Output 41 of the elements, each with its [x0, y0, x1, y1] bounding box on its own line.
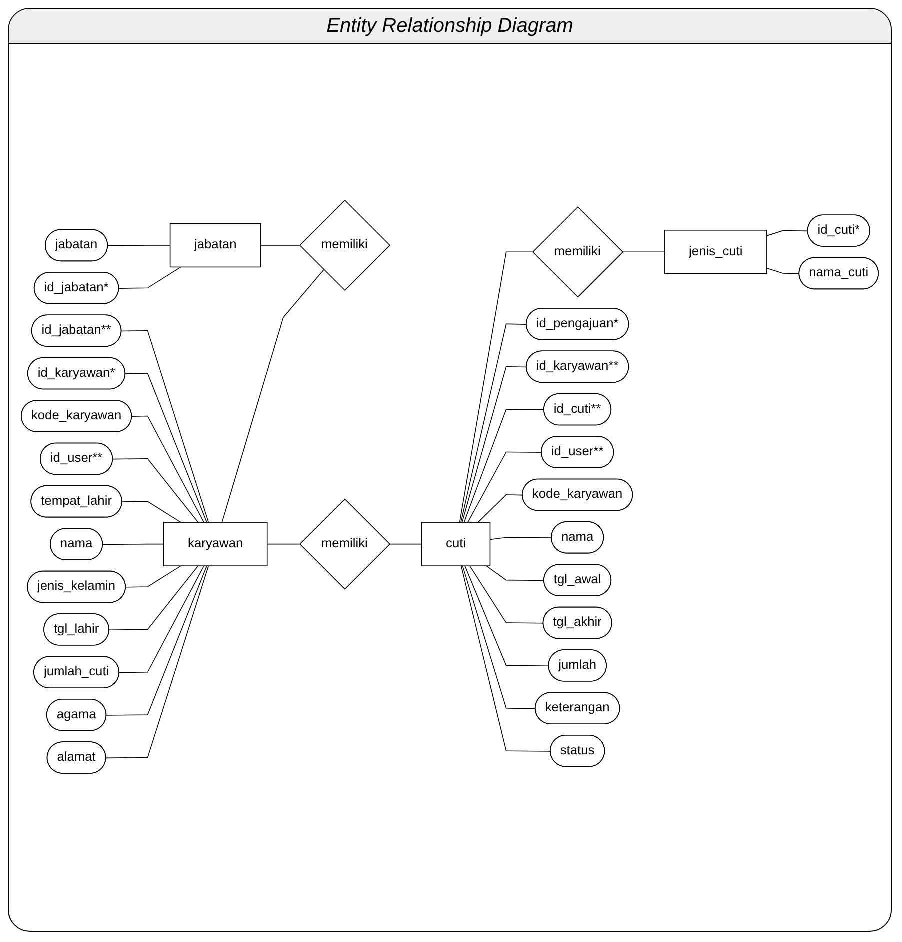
connector — [118, 266, 182, 289]
connector — [102, 544, 164, 546]
connector — [122, 501, 182, 523]
connector — [109, 566, 199, 631]
connector — [462, 566, 536, 710]
connector — [260, 245, 300, 246]
connector — [464, 409, 545, 523]
connector — [464, 566, 550, 667]
node-diamond — [299, 200, 391, 292]
connector — [460, 324, 528, 523]
node-box — [421, 522, 491, 566]
node-diamond — [299, 498, 391, 590]
node-box — [170, 223, 262, 268]
connector — [132, 416, 204, 523]
connector — [389, 544, 422, 545]
connector — [106, 566, 208, 716]
connector — [108, 245, 171, 246]
connector — [766, 268, 800, 274]
connector — [112, 458, 199, 523]
connector — [121, 330, 210, 523]
connector — [459, 252, 533, 523]
connector — [119, 566, 204, 674]
connector — [478, 494, 524, 523]
connector — [486, 566, 545, 582]
connector — [470, 566, 544, 624]
connector — [462, 366, 528, 523]
node-diamond — [532, 206, 624, 298]
diagram-title: Entity Relationship Diagram — [9, 9, 891, 44]
diagram-frame: Entity Relationship Diagram jabatan jabatan memiliki id_cuti* memiliki jenis_cuti id_jabatan* nama_cuti id_jabatan** id_pengajuan* id_karyawan* id_karyawan** kode_karyawan id_cuti** id_user** id_user** tempat_lahir kode_karyawan nama karyawan memiliki cuti nama jenis_kelamin tgl_awal tgl_lahir tgl_akhir jumlah_cuti jumlah agama keterangan alamat status — [8, 8, 892, 932]
node-box — [664, 230, 768, 274]
connector — [266, 544, 300, 545]
connector — [468, 452, 542, 523]
connector — [766, 230, 809, 236]
connector — [126, 566, 182, 588]
connector — [106, 566, 210, 759]
node-box — [163, 522, 268, 566]
connector — [622, 252, 666, 253]
connector — [125, 373, 208, 523]
connector — [222, 269, 324, 523]
connector — [460, 566, 552, 752]
connector — [490, 537, 552, 540]
